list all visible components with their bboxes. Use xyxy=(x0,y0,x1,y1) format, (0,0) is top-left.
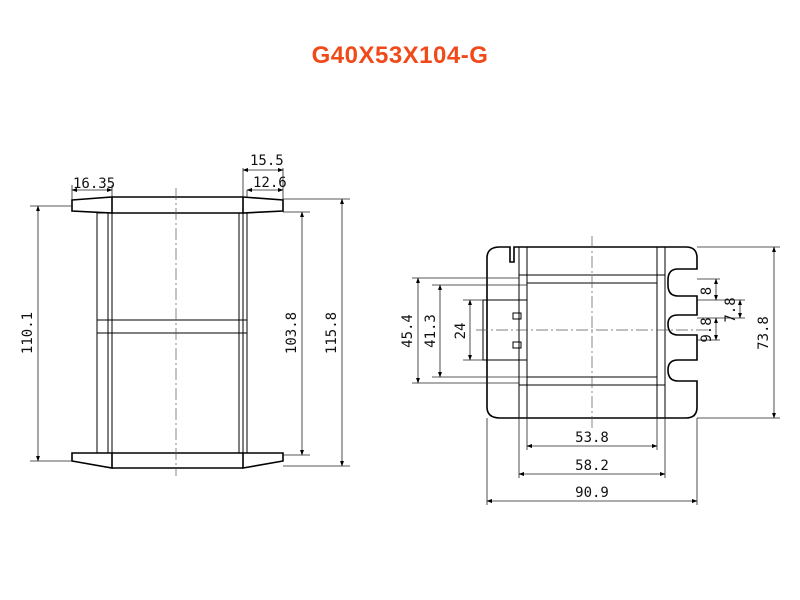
dim-pin-pitch-a: 8 xyxy=(699,287,715,295)
dim-depth-total: 73.8 xyxy=(756,316,772,350)
top-flange-outline xyxy=(486,246,698,419)
dim-pin-pitch-b: 9.8 xyxy=(699,317,715,342)
dim-overall-width: 90.9 xyxy=(575,485,609,501)
dim-flange-inner-width: 16.35 xyxy=(73,176,115,192)
dim-slot-inner: 41.3 xyxy=(423,314,439,348)
dim-tab-width: 24 xyxy=(453,323,469,340)
dim-slot-outer: 45.4 xyxy=(400,314,416,348)
dim-height-total: 115.8 xyxy=(324,312,340,354)
dim-window-width: 58.2 xyxy=(575,458,609,474)
dim-pin-width: 7.8 xyxy=(723,297,739,322)
dim-flange-outer: 15.5 xyxy=(250,153,284,169)
drawing-title: G40X53X104-G xyxy=(311,42,489,69)
front-top-left-flange xyxy=(71,196,113,214)
front-bottom-right-flange xyxy=(242,452,284,469)
dim-height-inner: 103.8 xyxy=(284,312,300,354)
front-view: 16.35 15.5 12.6 110.1 103.8 115.8 xyxy=(20,153,350,476)
dim-flange-inner: 12.6 xyxy=(253,175,287,191)
dim-height-overall: 110.1 xyxy=(20,312,36,354)
front-top-right-flange xyxy=(242,196,284,214)
top-view: 45.4 41.3 24 8 7.8 9.8 73.8 53.8 58.2 90… xyxy=(400,236,780,505)
dim-core-width: 53.8 xyxy=(575,430,609,446)
front-bottom-left-flange xyxy=(71,452,113,469)
